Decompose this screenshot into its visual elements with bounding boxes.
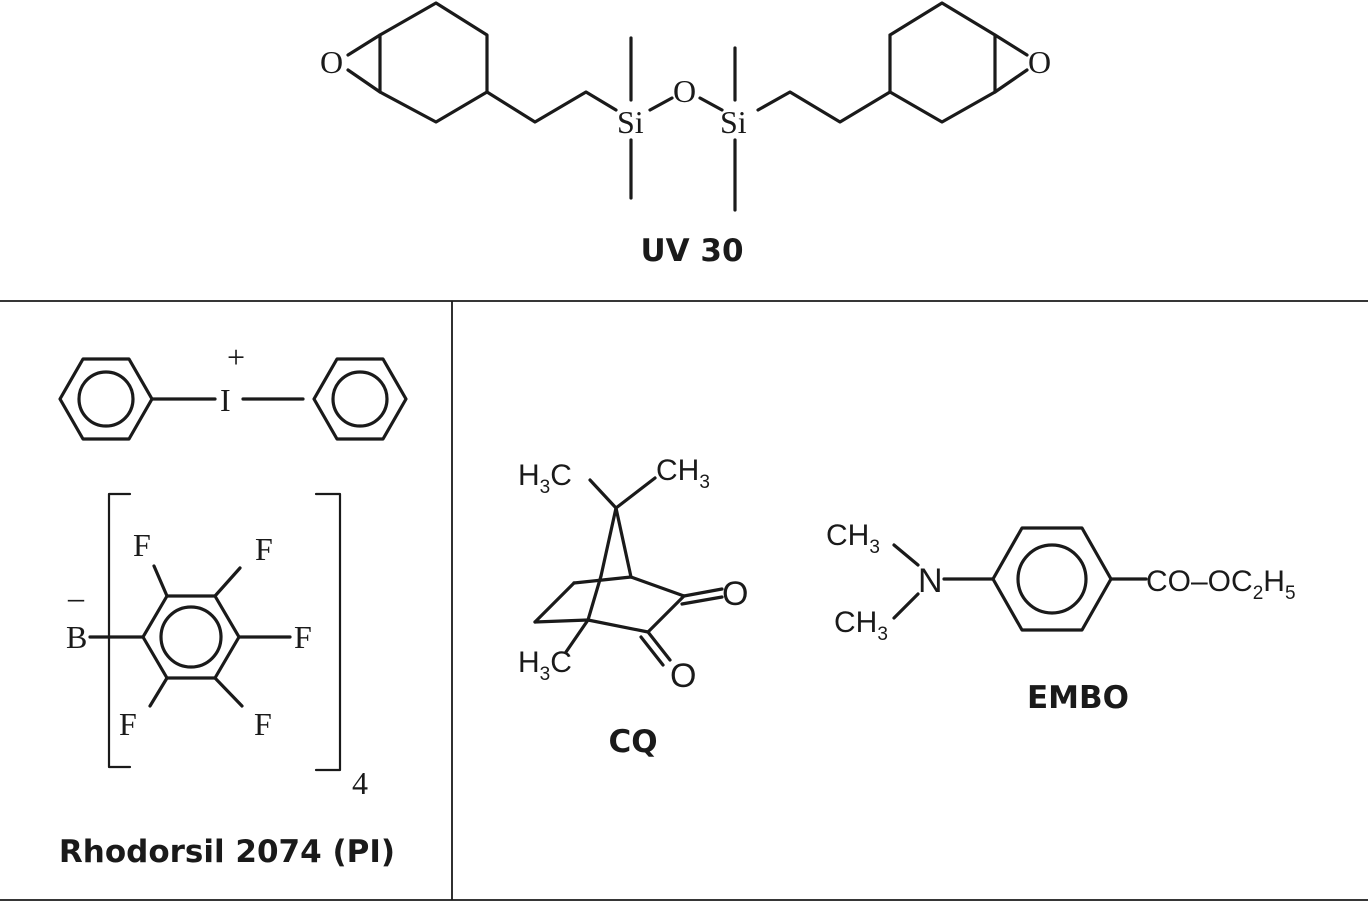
uv30-left-silicon: Si — [617, 104, 644, 140]
cq-methyl-bridgehead-c: C — [550, 646, 572, 679]
cq-ring-bond-3 — [586, 618, 650, 634]
embo-n-methyl-bottom-bond — [892, 592, 920, 620]
uv30-bridge-oxygen: O — [673, 73, 696, 109]
cq-methyl-top-left-h: H — [518, 459, 540, 492]
rhodorsil-fluorine-bottom-left: F — [119, 706, 137, 742]
rhodorsil-fluorine-top-left: F — [133, 527, 151, 563]
rhodorsil-boron: B — [66, 619, 87, 655]
rhodorsil-fluorine-top-right: F — [255, 531, 273, 567]
cq-methyl-bridgehead: H3C — [518, 646, 572, 685]
cq-methyl-top-right: CH3 — [656, 454, 710, 493]
cq-oxygen-lower: O — [670, 657, 696, 695]
uv30-si-o-bond-right — [698, 96, 724, 112]
rhodorsil-right-phenyl-aromatic-circle — [331, 370, 389, 428]
cq-bond-bridgehead-methyl — [564, 618, 590, 654]
embo-methyl-top-sub: 3 — [869, 537, 880, 558]
uv30-left-ring — [378, 1, 489, 124]
rhodorsil-anion-count: 4 — [352, 765, 368, 801]
embo-ester-text: CO–OC — [1146, 565, 1253, 598]
rhodorsil-pentafluorophenyl-aromatic-circle — [159, 605, 223, 669]
rhodorsil-iodine: I — [220, 382, 231, 418]
embo-ester-group: CO–OC2H5 — [1146, 565, 1296, 604]
cq-carbonyl-upper-bond-b — [680, 595, 724, 606]
uv30-right-epoxide-bond-bottom — [993, 68, 1029, 94]
uv30-left-ethylene-chain — [485, 90, 618, 124]
cq-methyl-top-right-c: C — [656, 454, 678, 487]
embo-nitrogen: N — [918, 562, 943, 600]
cq-carbonyl-lower-bond-a — [646, 630, 672, 662]
uv30-si-o-bond-left — [648, 96, 674, 112]
cq-structure: H3C CH3 O O H3C — [518, 454, 748, 695]
cq-ring-bond-2 — [646, 594, 686, 634]
rhodorsil-fluorine-right: F — [294, 619, 312, 655]
rhodorsil-right-bracket — [314, 492, 342, 772]
cq-methyl-top-left-sub: 3 — [540, 477, 551, 498]
uv30-left-epoxide-oxygen: O — [320, 44, 343, 80]
cq-carbonyl-upper-bond-a — [682, 587, 724, 598]
embo-structure: CH3 CH3 N CO–OC2H5 — [826, 519, 1296, 645]
uv30-left-epoxide-bond-top — [346, 33, 382, 57]
cq-label: CQ — [608, 724, 657, 760]
cq-oxygen-upper: O — [722, 575, 748, 613]
cq-bond-methyl-left — [588, 478, 618, 510]
embo-n-methyl-top-bond — [892, 543, 920, 567]
embo-methyl-top: CH3 — [826, 519, 880, 558]
cq-ring-bond-6 — [572, 575, 633, 585]
embo-benzene-ring — [991, 526, 1113, 632]
embo-methyl-bottom: CH3 — [834, 606, 888, 645]
embo-methyl-bottom-sub: 3 — [877, 624, 888, 645]
rhodorsil-cf-bond-top-right — [213, 566, 242, 598]
uv30-right-ethylene-chain — [756, 90, 892, 124]
cq-ring-bond-5 — [533, 581, 576, 624]
rhodorsil-left-bracket — [107, 492, 132, 769]
rhodorsil-cf-bond-top-left — [152, 564, 169, 598]
cq-bridge-bond-right — [614, 506, 633, 579]
rhodorsil-cf-bond-bottom-right — [213, 676, 244, 708]
rhodorsil-right-phenyl-ring — [312, 357, 408, 441]
cq-carbonyl-lower-bond-b — [639, 635, 665, 667]
embo-ester-h: H — [1263, 565, 1285, 598]
rhodorsil-left-phenyl-ring — [58, 357, 154, 441]
embo-label: EMBO — [1027, 680, 1129, 716]
cq-methyl-bridgehead-sub: 3 — [540, 664, 551, 685]
uv30-right-ring — [888, 1, 997, 124]
cq-methyl-top-left-c: C — [550, 459, 572, 492]
rhodorsil-structure: I + – B F F F F F 4 — [58, 339, 408, 801]
cq-bridge-bond-lower — [586, 574, 603, 622]
embo-methyl-bottom-ch: CH — [834, 606, 877, 639]
rhodorsil-minus-charge: – — [67, 579, 85, 615]
rhodorsil-label: Rhodorsil 2074 (PI) — [59, 834, 395, 870]
uv30-right-epoxide-bond-top — [993, 33, 1029, 57]
rhodorsil-left-phenyl-aromatic-circle — [77, 370, 135, 428]
cq-methyl-top-left: H3C — [518, 459, 572, 498]
embo-methyl-top-ch: CH — [826, 519, 869, 552]
rhodorsil-cf-bond-bottom-left — [148, 676, 169, 708]
uv30-right-epoxide-oxygen: O — [1028, 44, 1051, 80]
uv30-label: UV 30 — [640, 233, 743, 269]
cq-methyl-bridgehead-h: H — [518, 646, 540, 679]
cq-ring-bond-4 — [533, 618, 590, 624]
cq-ring-bond-1 — [629, 575, 686, 598]
cq-bridge-bond-left — [599, 506, 618, 578]
uv30-left-epoxide-bond-bottom — [346, 68, 382, 94]
cq-bond-methyl-right — [614, 476, 657, 510]
uv30-structure: O Si O Si O — [320, 1, 1051, 212]
uv30-right-silicon: Si — [720, 104, 747, 140]
cq-methyl-top-right-h: H — [678, 454, 700, 487]
embo-ester-sub-5: 5 — [1285, 583, 1296, 604]
rhodorsil-fluorine-bottom-right: F — [254, 706, 272, 742]
embo-benzene-aromatic-circle — [1016, 543, 1088, 615]
cq-methyl-top-right-sub: 3 — [699, 472, 710, 493]
rhodorsil-plus-charge: + — [227, 339, 245, 375]
embo-ester-sub-2: 2 — [1253, 583, 1264, 604]
